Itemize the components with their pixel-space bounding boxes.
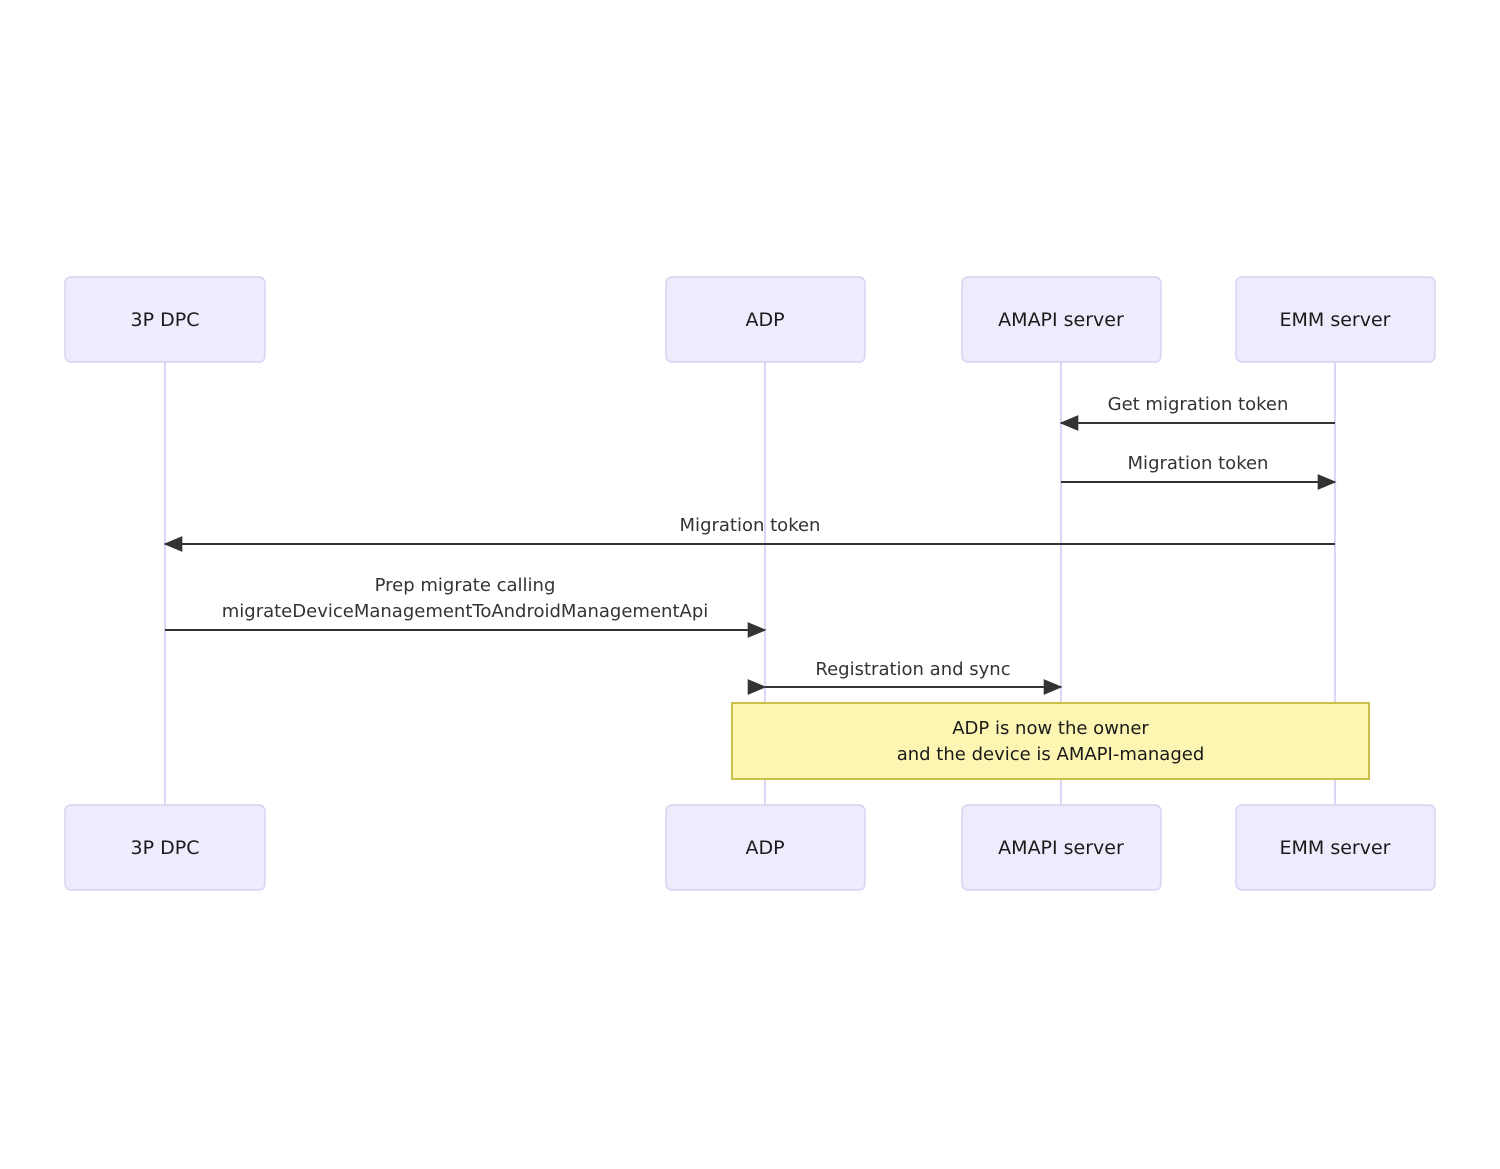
participant-emm-bottom: EMM server <box>1235 804 1436 891</box>
participant-box <box>1235 804 1436 891</box>
participant-adp-top: ADP <box>665 276 866 363</box>
participant-label: 3P DPC <box>131 309 200 331</box>
participant-box <box>665 804 866 891</box>
message-label: Migration token <box>1128 453 1269 474</box>
notes-group: ADP is now the owner and the device is AM… <box>731 702 1370 780</box>
msg-registration-sync: Registration and sync <box>747 659 1063 695</box>
msg-migration-token-dpc: Migration token <box>163 515 1335 552</box>
message-label: Migration token <box>680 515 821 536</box>
note-text-line: ADP is now the owner <box>952 718 1149 739</box>
participant-emm-top: EMM server <box>1235 276 1436 363</box>
message-label: Prep migrate calling <box>375 575 556 596</box>
participant-box <box>64 804 266 891</box>
note-box <box>731 702 1370 780</box>
note-text-line: and the device is AMAPI-managed <box>897 744 1205 765</box>
message-label: Registration and sync <box>815 659 1010 680</box>
participant-label: EMM server <box>1280 837 1391 859</box>
participant-box <box>961 804 1162 891</box>
participant-box <box>1235 276 1436 363</box>
participant-label: AMAPI server <box>998 837 1124 859</box>
msg-get-migration-token: Get migration token <box>1059 394 1335 431</box>
participant-amapi-top: AMAPI server <box>961 276 1162 363</box>
participant-box <box>961 276 1162 363</box>
participant-label: ADP <box>745 309 784 331</box>
participant-dpc-top: 3P DPC <box>64 276 266 363</box>
note-adp-owner: ADP is now the owner and the device is AM… <box>731 702 1370 780</box>
participant-adp-bottom: ADP <box>665 804 866 891</box>
participant-label: 3P DPC <box>131 837 200 859</box>
msg-migration-token-emm: Migration token <box>1061 453 1337 490</box>
participant-dpc-bottom: 3P DPC <box>64 804 266 891</box>
participant-label: AMAPI server <box>998 309 1124 331</box>
message-label: Get migration token <box>1108 394 1289 415</box>
participant-box <box>64 276 266 363</box>
message-label: migrateDeviceManagementToAndroidManageme… <box>222 601 709 622</box>
participant-box <box>665 276 866 363</box>
participant-label: ADP <box>745 837 784 859</box>
msg-prep-migrate: Prep migrate calling migrateDeviceManagem… <box>165 575 767 638</box>
participant-amapi-bottom: AMAPI server <box>961 804 1162 891</box>
participant-label: EMM server <box>1280 309 1391 331</box>
